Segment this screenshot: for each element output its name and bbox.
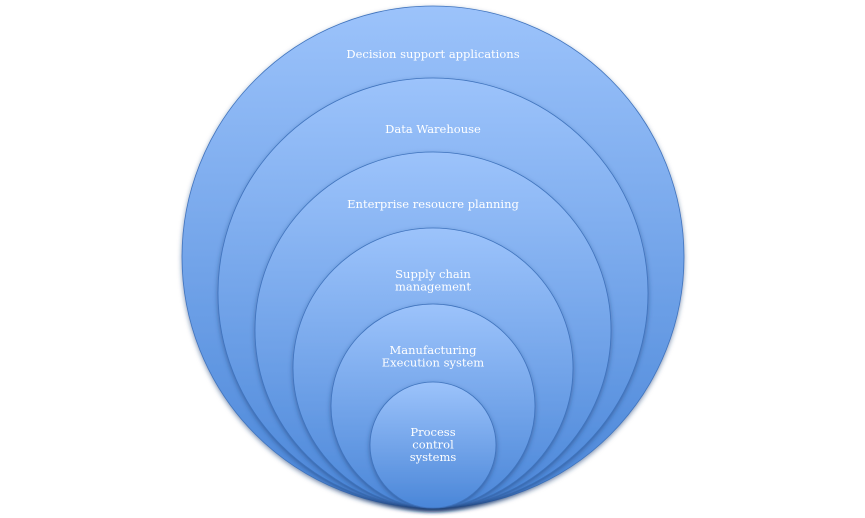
circle-level-6 — [369, 381, 497, 509]
circle-label-line: Manufacturing — [390, 343, 478, 357]
circle-label-line: Enterprise resoucre planning — [347, 197, 519, 211]
circle-label-decision-support-applications: Decision support applications — [346, 47, 519, 61]
circle-label-line: Decision support applications — [346, 47, 519, 61]
circle-label-line: Data Warehouse — [385, 122, 481, 136]
circle-label-line: Supply chain — [395, 267, 471, 281]
circle-label-line: control — [412, 438, 454, 452]
circle-label-enterprise-resoucre-planning: Enterprise resoucre planning — [347, 197, 519, 211]
circle-label-data-warehouse: Data Warehouse — [385, 122, 481, 136]
circle-label-line: systems — [410, 450, 457, 464]
circle-label-line: management — [395, 280, 471, 294]
circle-label-line: Execution system — [382, 356, 485, 370]
circle-label-line: Process — [410, 425, 455, 439]
